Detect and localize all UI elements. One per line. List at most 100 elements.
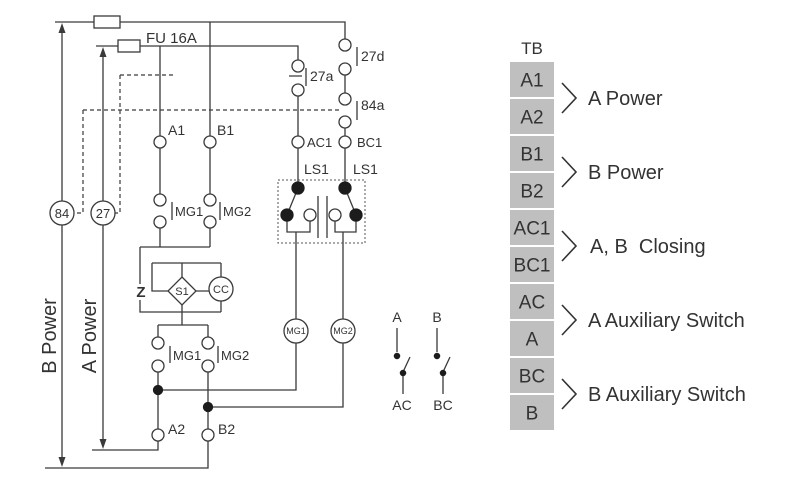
aux-switch-a-dot-bottom xyxy=(399,369,407,377)
terminal-ac1-circle xyxy=(291,135,305,149)
terminal-cell xyxy=(510,321,554,356)
aux-switch-a-dot-top xyxy=(393,352,401,360)
coil-mg1 xyxy=(283,318,309,344)
terminal-cell-label: A xyxy=(526,330,539,351)
limit-switch-label-left: LS1 xyxy=(304,161,329,177)
aux-switch-b-bottom-label: BC xyxy=(433,397,452,413)
a-power-label: A Power xyxy=(79,298,101,373)
terminal-cell xyxy=(510,136,554,171)
fuse-b-power xyxy=(93,15,121,29)
contact-27d-top xyxy=(338,38,352,52)
terminal-cell-label: B xyxy=(526,404,539,425)
fuse-a-power xyxy=(117,39,141,53)
mg1-upper-contact-bottom xyxy=(153,215,167,229)
terminal-cell-label: AC xyxy=(519,293,545,314)
ls1-right-open-contact xyxy=(328,208,342,222)
aux-switch-a-symbol xyxy=(396,328,411,394)
aux-switch-a-top-label: A xyxy=(392,309,402,325)
group-bracket-icon xyxy=(561,304,578,336)
terminal-b1-label: B1 xyxy=(217,122,234,138)
mg2-lower-contact-bottom xyxy=(201,359,215,373)
terminal-cell-label: B2 xyxy=(520,182,543,203)
mg2-upper-contact-top xyxy=(203,193,217,207)
aux-switch-b-dot-bottom xyxy=(439,369,447,377)
relay-84-label: 84 xyxy=(55,206,69,221)
terminal-bc1-circle xyxy=(338,135,352,149)
terminal-cell xyxy=(510,395,554,430)
ls1-left-closed-contact xyxy=(280,208,294,222)
mg2-upper-contact-bottom xyxy=(203,215,217,229)
relay-27-circle xyxy=(90,200,116,226)
group-label: B Power xyxy=(588,162,664,184)
terminal-cell xyxy=(510,173,554,208)
terminal-ac1-label: AC1 xyxy=(307,135,332,150)
coil-mg2-label: MG2 xyxy=(333,326,353,336)
s1-label: S1 xyxy=(175,286,188,298)
terminal-cell xyxy=(510,62,554,97)
coil-mg1-label: MG1 xyxy=(286,326,306,336)
group-bracket-icon xyxy=(561,82,578,114)
b-power-label: B Power xyxy=(39,298,61,374)
group-label: A, B Closing xyxy=(590,236,706,258)
coil-mg2 xyxy=(330,318,356,344)
ls1-right-closed-contact xyxy=(349,208,363,222)
contact-27a-top xyxy=(291,59,305,73)
terminal-cell xyxy=(510,358,554,393)
mg1-lower-contact-label: MG1 xyxy=(173,348,201,363)
mg2-lower-contact-top xyxy=(201,336,215,350)
mg1-lower-contact-bottom xyxy=(151,359,165,373)
aux-switch-b-top-label: B xyxy=(432,309,441,325)
a-power-arrow-down xyxy=(99,439,107,449)
limit-switch-wiring xyxy=(286,148,357,319)
aux-switch-b: B BC xyxy=(432,309,452,413)
contact-84a-top xyxy=(338,92,352,106)
terminal-a2-label: A2 xyxy=(168,421,185,437)
mg1-upper-contact-top xyxy=(153,193,167,207)
terminal-a1-label: A1 xyxy=(168,122,185,138)
contact-27a-bottom xyxy=(291,83,305,97)
mg1-upper-contact-label: MG1 xyxy=(175,204,203,219)
terminal-cell xyxy=(510,247,554,282)
group-bracket-icon xyxy=(561,378,578,410)
cc-label: CC xyxy=(213,284,229,296)
contact-84a-bottom xyxy=(338,115,352,129)
terminal-b2-label: B2 xyxy=(218,421,235,437)
aux-switch-b-dot-top xyxy=(433,352,441,360)
aux-switch-a-bottom-label: AC xyxy=(392,397,411,413)
mg2-upper-contact-label: MG2 xyxy=(223,204,251,219)
mg1-lower-contact-top xyxy=(151,336,165,350)
group-bracket-icon xyxy=(561,156,578,188)
junction-dot-a xyxy=(152,384,164,396)
s1-diamond xyxy=(167,276,197,306)
limit-switch-label-right: LS1 xyxy=(353,161,378,177)
terminal-a2-circle xyxy=(151,428,165,442)
control-wiring xyxy=(139,148,344,429)
power-dimension-lines xyxy=(61,32,104,458)
group-bracket-icon xyxy=(561,230,578,262)
aux-switch-b-symbol xyxy=(436,328,451,394)
terminal-cell-label: B1 xyxy=(520,145,543,166)
b-power-arrow-up xyxy=(58,23,66,33)
relay-27-label: 27 xyxy=(96,206,110,221)
terminal-cell-label: BC xyxy=(519,367,545,388)
terminal-cell-label: A2 xyxy=(520,108,543,129)
terminal-a1-circle xyxy=(153,135,167,149)
terminal-cell xyxy=(510,99,554,134)
contact-27d-bottom xyxy=(338,62,352,76)
terminal-cell-label: BC1 xyxy=(514,256,551,277)
a-power-wiring xyxy=(92,45,299,451)
terminal-cell-label: A1 xyxy=(520,71,543,92)
contact-27a-label: 27a xyxy=(310,68,334,84)
cc-coil xyxy=(208,276,234,302)
terminal-b1-circle xyxy=(203,135,217,149)
b-power-arrow-down xyxy=(58,457,66,467)
terminal-b2-circle xyxy=(201,428,215,442)
terminal-block-title: TB xyxy=(521,39,543,58)
relay-84-circle xyxy=(49,200,75,226)
terminal-bc1-label: BC1 xyxy=(357,135,382,150)
group-label: A Auxiliary Switch xyxy=(588,310,745,332)
fuse-label: FU 16A xyxy=(146,30,197,47)
ls1-left-common xyxy=(291,181,305,195)
group-label: A Power xyxy=(588,88,663,110)
